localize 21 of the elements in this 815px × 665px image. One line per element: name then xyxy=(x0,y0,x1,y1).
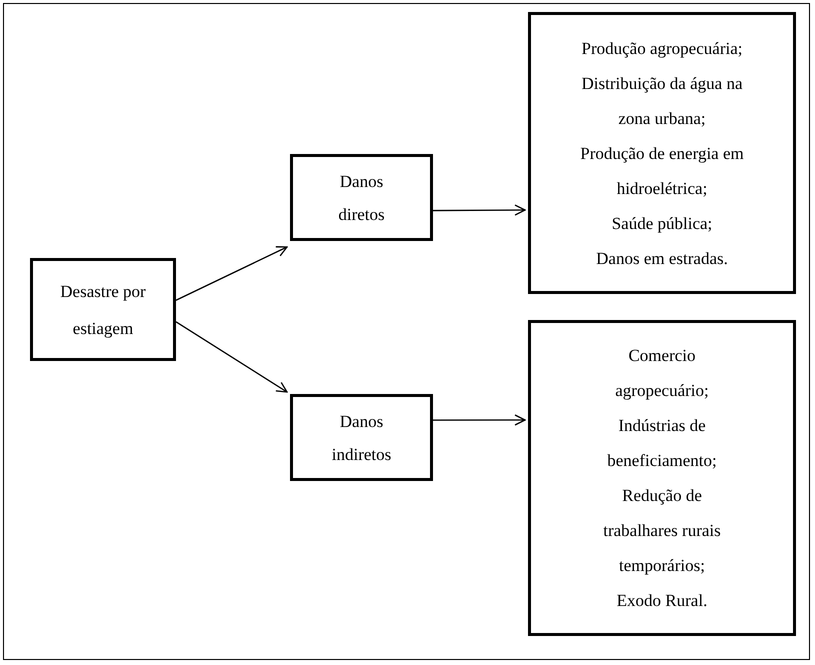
list-item: Produção de energia em hidroelétrica; xyxy=(579,142,745,200)
list-item: Danos em estradas. xyxy=(596,248,728,270)
text-box xyxy=(30,258,176,361)
list-item: Saúde pública; xyxy=(612,212,712,235)
list-item: Exodo Rural. xyxy=(616,590,708,612)
text-box xyxy=(290,154,433,241)
arrow xyxy=(176,246,288,301)
arrow xyxy=(433,414,526,426)
node-label: Desastre por estiagem xyxy=(59,280,147,340)
list-item: Redução de trabalhares rurais temporários; xyxy=(602,485,722,577)
list-item: Indústrias de beneficiamento; xyxy=(606,415,718,472)
text-box xyxy=(528,12,796,294)
text-box xyxy=(528,320,796,636)
node-label: Danos diretos xyxy=(337,170,386,226)
list-item: Distribuição da água na zona urbana; xyxy=(580,72,744,130)
text-box xyxy=(290,394,433,481)
arrow xyxy=(433,204,526,216)
list-item: Produção agropecuária; xyxy=(582,38,742,60)
node-label: Danos indiretos xyxy=(330,410,392,466)
list-item: Comercio agropecuário; xyxy=(614,345,710,402)
arrow xyxy=(176,321,288,393)
